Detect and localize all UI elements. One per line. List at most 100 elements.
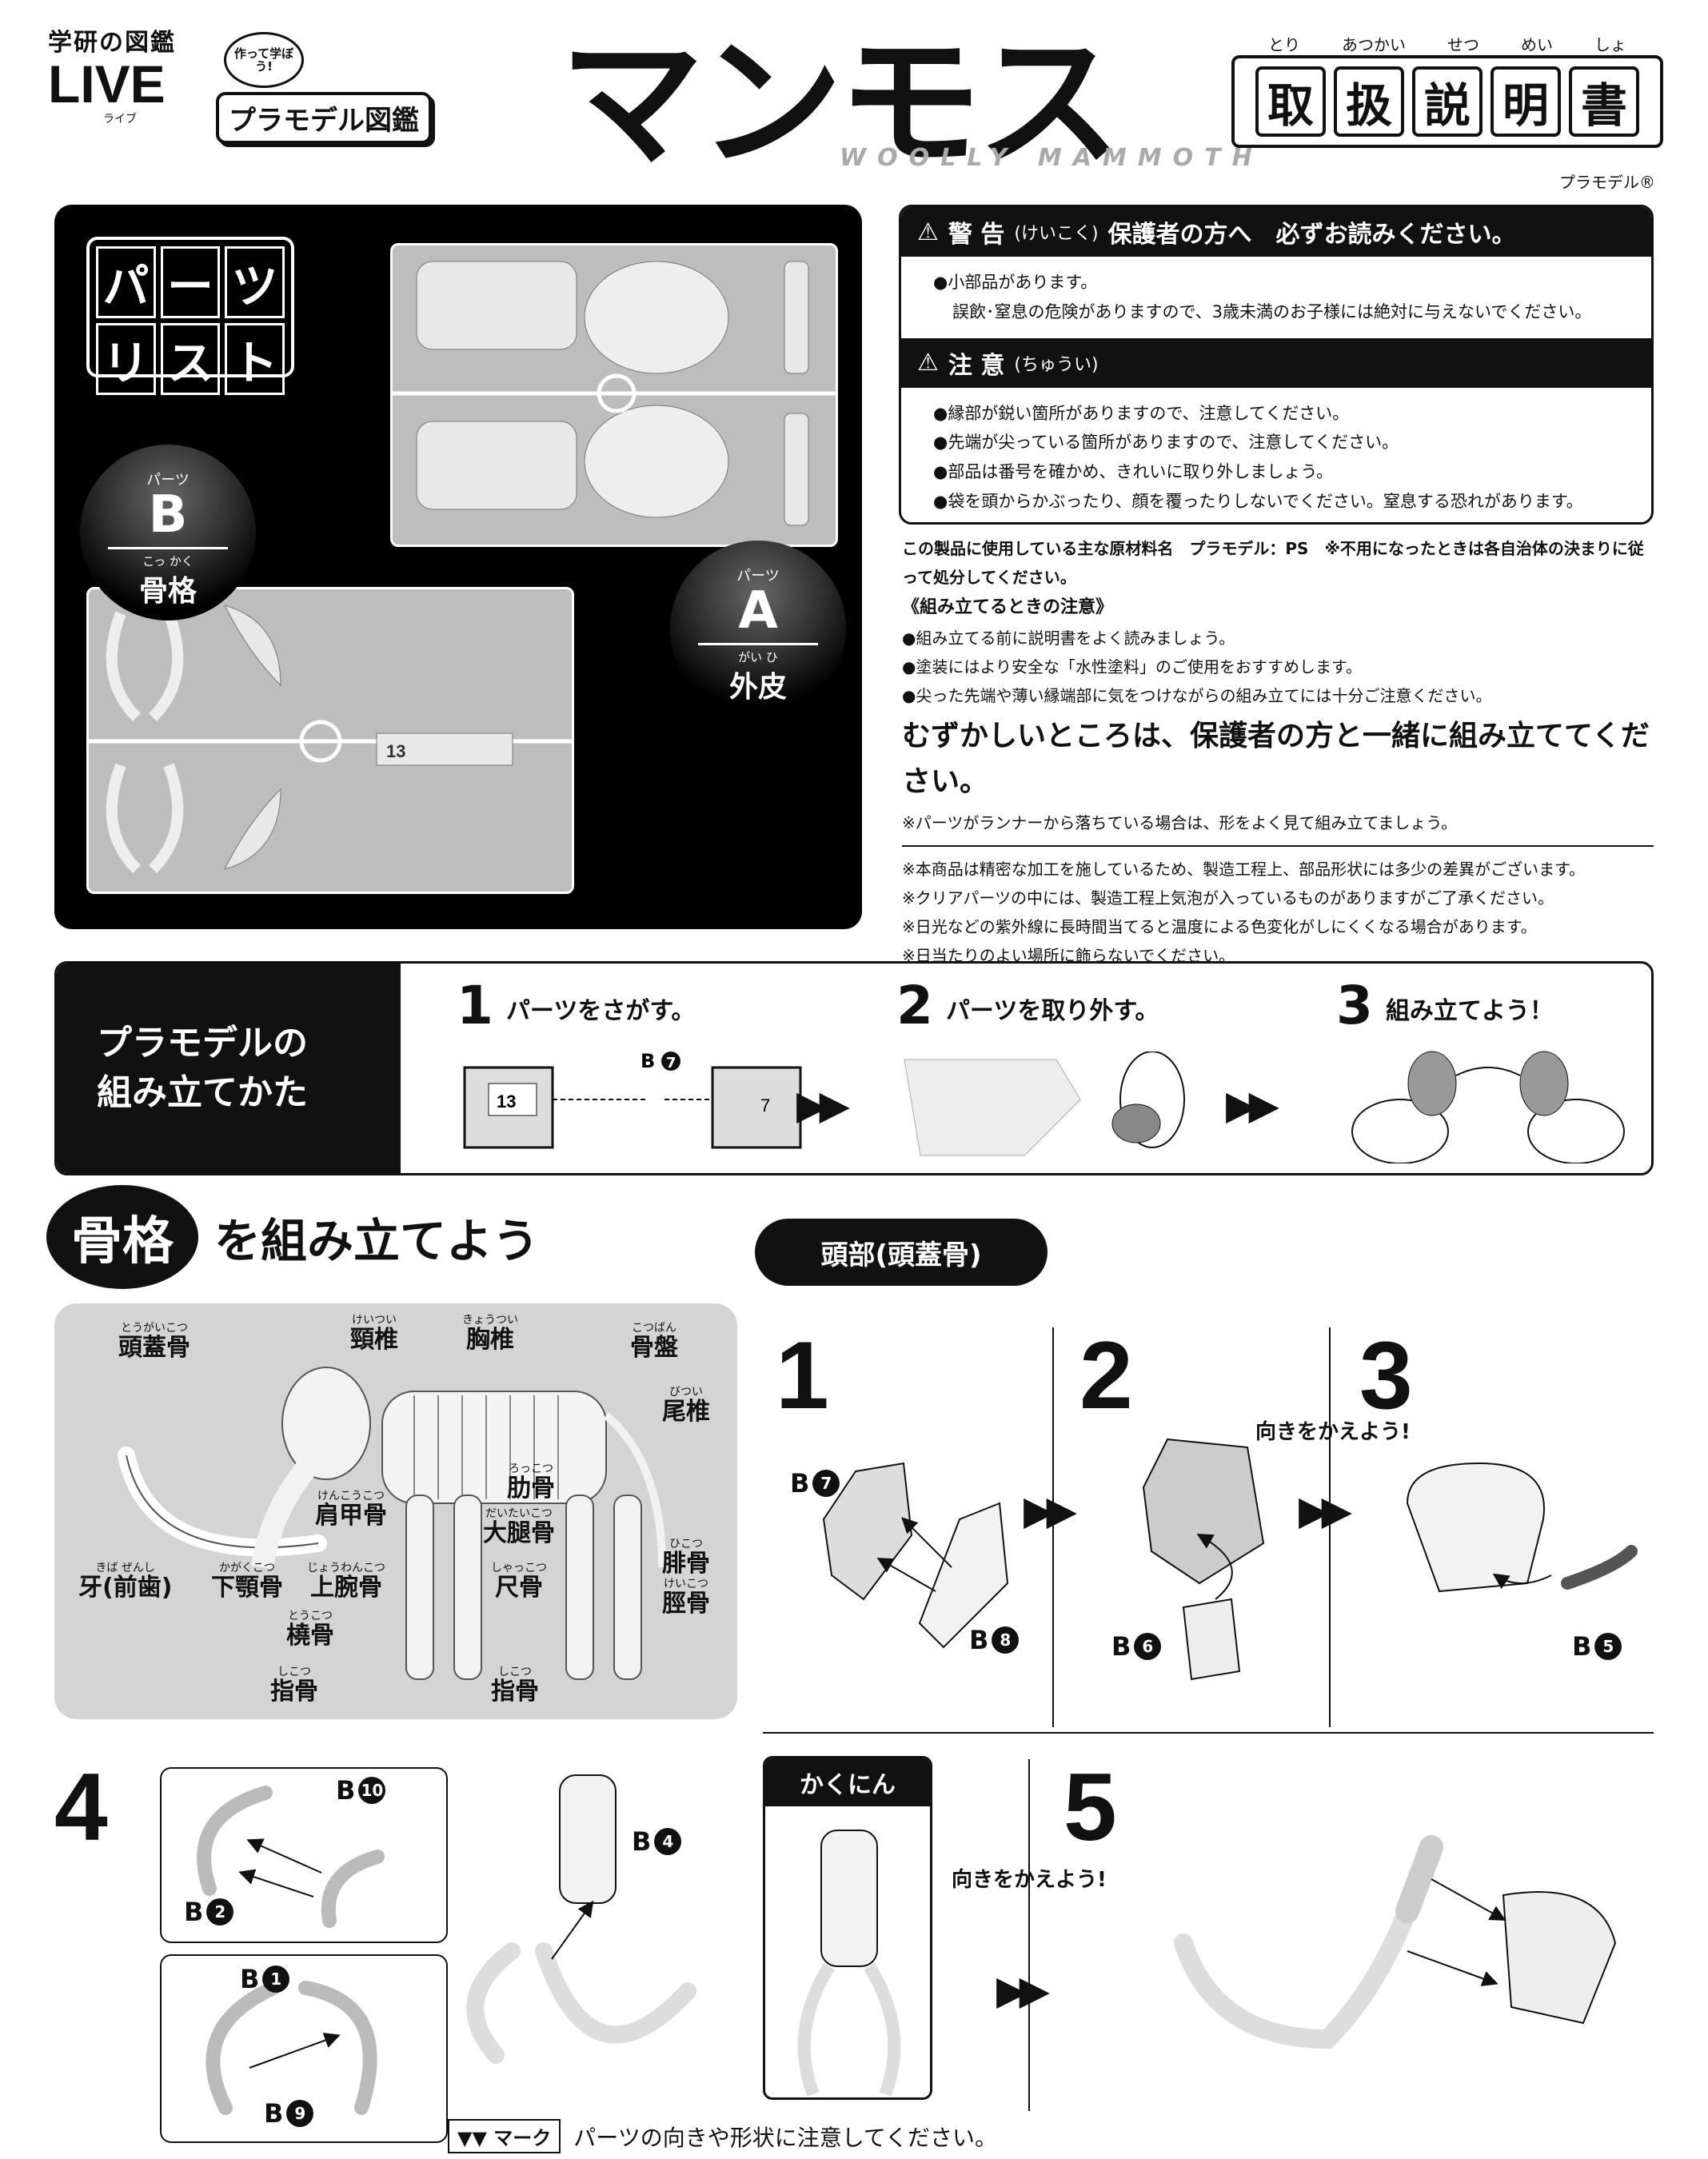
series-bubble: 作って学ぼう! <box>224 32 304 88</box>
howto-title-line1: プラモデルの <box>97 1023 308 1064</box>
warning-box: ⚠ 警 告 (けいこく) 保護者の方へ 必ずお読みください。 ●小部品があります… <box>899 205 1654 525</box>
disclaimer-line: ※クリアパーツの中には、製造工程上気泡が入っているものがありますがご了承ください… <box>902 888 1554 908</box>
turn-note: 向きをかえよう! <box>1255 1420 1411 1444</box>
step3-illustration <box>1406 1462 1638 1593</box>
caution-line: ●縁部が鋭い箇所がありますので、注意してください。 <box>933 403 1350 423</box>
step-number-4: 4 <box>54 1754 108 1861</box>
label-fibula: ひこつ腓骨 <box>662 1538 710 1578</box>
check-illustration <box>797 1830 901 2097</box>
skeleton-heading: 骨格 を組み立てよう <box>46 1185 539 1289</box>
howto-step-number: 1 <box>457 975 493 1036</box>
howto-step-text: 組み立てよう！ <box>1385 997 1554 1025</box>
label-pelvis: こつばん骨盤 <box>630 1322 678 1363</box>
badge-parts-b: パーツ B こっ かく 骨格 <box>80 445 256 621</box>
parts-list-panel: パ ー ツ リ ス ト 13 <box>54 205 862 929</box>
howto-panel: プラモデルの 組み立てかた 1 パーツをさがす。 2 パーツを取り外す。 3 組… <box>54 961 1654 1175</box>
disclaimer-line: ※本商品は精密な加工を施しているため、製造工程上、部品形状には多少の差異がござい… <box>902 859 1586 879</box>
series-name: プラモデル図鑑 <box>216 92 432 144</box>
next-arrow-icon: ▶▶ <box>996 1967 1050 2013</box>
label-cervical: けいつい頸椎 <box>350 1314 398 1355</box>
caution-title: 注 意 <box>948 351 1005 380</box>
next-arrow-icon: ▶▶ <box>1024 1487 1077 1534</box>
warning-title: 警 告 <box>948 221 1005 249</box>
label-phalanges-front: しこつ指骨 <box>270 1666 318 1706</box>
page-subtitle: WOOLLY MAMMOTH <box>840 144 1263 172</box>
parts-title-char: ト <box>225 323 285 395</box>
label-skull: とうがいこつ頭蓋骨 <box>118 1322 190 1363</box>
next-arrow-icon: ▶▶ <box>1226 1082 1279 1128</box>
manual-char: 説 <box>1412 66 1483 137</box>
assemble-illustration <box>1351 1051 1625 1163</box>
howto-step-number: 3 <box>1336 975 1373 1036</box>
label-rib: ろっこつ肋骨 <box>507 1463 555 1503</box>
badge-b-ruby: こっ かく <box>142 554 194 569</box>
caution-body: ●縁部が鋭い箇所がありますので、注意してください。 ●先端が尖っている箇所があり… <box>901 388 1651 523</box>
caution-line: ●先端が尖っている箇所がありますので、注意してください。 <box>933 433 1399 453</box>
divider <box>763 1732 1654 1734</box>
assembly-note: ●尖った先端や薄い縁端部に気をつけながらの組み立てには十分ご注意ください。 <box>902 685 1492 705</box>
parts-title-char: ー <box>160 246 221 318</box>
badge-parts-a: パーツ A がい ひ 外皮 <box>670 541 846 716</box>
step5-illustration <box>1174 1835 1617 2049</box>
howto-title-line2: 組み立てかた <box>97 1072 308 1113</box>
caution-ruby: (ちゅうい) <box>1014 354 1099 375</box>
manual-title: とり あつかい せつ めい しょ 取 扱 説 明 書 <box>1231 32 1663 152</box>
mark-note-text: パーツの向きや形状に注意してください。 <box>573 2124 998 2151</box>
part-number: 7 <box>666 1055 676 1072</box>
label-scapula: けんこうこつ肩甲骨 <box>315 1490 387 1530</box>
material-note: この製品に使用している主な原材料名 プラモデル：PS ※不用になったときは各自治… <box>902 539 1644 587</box>
brand-logo: 学研の図鑑 LIVE ライブ <box>48 22 192 126</box>
howto-step-number: 2 <box>896 975 933 1036</box>
brand-reading: ライブ <box>103 113 137 126</box>
divider <box>1329 1327 1331 1727</box>
howto-step-text: パーツを取り外す。 <box>945 997 1159 1025</box>
label-caudal: びつい尾椎 <box>662 1386 710 1427</box>
howto-step-3: 3 組み立てよう！ <box>1336 980 1554 1032</box>
skeleton-heading-circle: 骨格 <box>46 1185 198 1289</box>
step2-illustration <box>1142 1438 1265 1681</box>
divider <box>1052 1327 1054 1727</box>
label-phalanges-hind: しこつ指骨 <box>491 1666 539 1706</box>
manual-ruby: あつかい <box>1342 35 1406 54</box>
manual-ruby: せつ <box>1447 35 1479 54</box>
runner-b-illustration: 13 <box>89 605 572 873</box>
disclaimer-line: ※日光などの紫外線に長時間当てると温度による色変化がしにくくなる場合があります。 <box>902 916 1537 936</box>
manual-ruby: めい <box>1521 35 1553 54</box>
brand-line1: 学研の図鑑 <box>48 29 176 57</box>
next-arrow-icon: ▶▶ <box>796 1082 850 1128</box>
label-tusk: きば ぜんし牙(前歯) <box>78 1562 173 1602</box>
series-logo: 作って学ぼう! プラモデル図鑑 <box>208 16 544 144</box>
manual-ruby: しょ <box>1594 35 1626 54</box>
label-tibia: けいこつ脛骨 <box>662 1578 710 1618</box>
brand-live: LIVE <box>48 54 166 114</box>
next-arrow-icon: ▶▶ <box>1299 1487 1352 1534</box>
warning-subtitle: 保護者の方へ 必ずお読みください。 <box>1107 221 1516 249</box>
parts-title-char: リ <box>96 323 156 395</box>
warning-header: ⚠ 警 告 (けいこく) 保護者の方へ 必ずお読みください。 <box>901 207 1651 257</box>
warning-line: ●小部品があります。 <box>933 273 1098 292</box>
divider <box>1028 1759 1030 2111</box>
find-parts-illustration: 13 7 B 7 <box>463 1052 802 1149</box>
badge-a-small: パーツ <box>736 568 780 585</box>
check-box: かくにん <box>763 1756 932 2100</box>
turn-note: 向きをかえよう! <box>952 1868 1107 1892</box>
check-title: かくにん <box>765 1758 930 1806</box>
label-mandible: かがくこつ下顎骨 <box>211 1562 283 1602</box>
step1-illustration <box>822 1462 1009 1649</box>
warning-ruby: (けいこく) <box>1014 224 1099 244</box>
parts-title-char: ス <box>160 323 221 395</box>
assembly-note: ●塗装にはより安全な「水性塗料」のご使用をおすすめします。 <box>902 656 1363 676</box>
badge-a-letter: A <box>738 581 778 641</box>
howto-step-text: パーツをさがす。 <box>505 997 696 1025</box>
runner-a-illustration <box>393 261 836 526</box>
label-humerus: じょうわんこつ上腕骨 <box>307 1562 385 1602</box>
tusk-halves-illustration <box>206 1981 377 2115</box>
caution-line: ●部品は番号を確かめ、きれいに取り外しましょう。 <box>933 462 1334 481</box>
label-thoracic: きょうつい胸椎 <box>462 1314 518 1355</box>
tusk-halves-illustration <box>197 1786 385 1928</box>
howto-step-2: 2 パーツを取り外す。 <box>896 980 1159 1032</box>
